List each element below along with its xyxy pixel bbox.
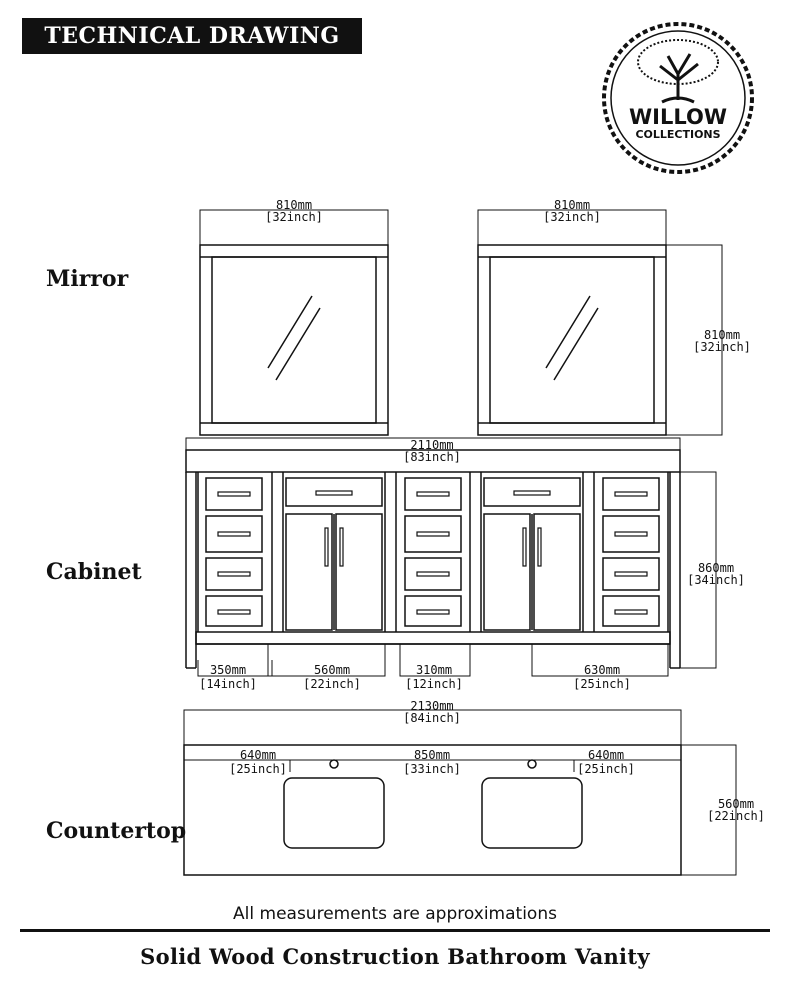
door-set-right (483, 477, 581, 631)
dim-counter-left-inch: [25inch] (229, 762, 287, 776)
dim-sink-spacing-mm: 850mm (414, 748, 450, 762)
footnote: All measurements are approximations (233, 904, 557, 924)
door-set-left (285, 477, 383, 631)
section-label-countertop: Countertop (46, 818, 187, 844)
dim-counter-left-mm: 640mm (240, 748, 276, 762)
section-label-mirror: Mirror (46, 266, 129, 292)
dim-counter-width-inch: [84inch] (403, 711, 461, 725)
cabinet (185, 449, 681, 669)
logo-line1: WILLOW (629, 105, 727, 129)
dim-counter-width-mm: 2130mm (410, 699, 453, 713)
dim-counter-depth-inch: [22inch] (707, 809, 765, 823)
dim-center-bank-mm: 310mm (416, 663, 452, 677)
drawer-bank-left (205, 477, 263, 627)
dim-mirror-left-inch: [32inch] (265, 210, 323, 224)
dim-counter-depth-mm: 560mm (718, 797, 754, 811)
countertop (183, 744, 682, 876)
dim-mirror-left-mm: 810mm (276, 198, 312, 212)
drawer-bank-right (602, 477, 660, 627)
dim-drawer-bank-inch: [14inch] (199, 677, 257, 691)
dim-counter-right-inch: [25inch] (577, 762, 635, 776)
tree-icon (637, 39, 719, 104)
dim-mirror-right-mm: 810mm (554, 198, 590, 212)
dim-center-bank-inch: [12inch] (405, 677, 463, 691)
dim-cabinet-height-inch: [34inch] (687, 573, 745, 587)
mirror-right (477, 244, 667, 436)
header-badge: TECHNICAL DRAWING (22, 18, 362, 54)
dim-mirror-height-inch: [32inch] (693, 340, 751, 354)
dim-right-span-inch: [25inch] (573, 677, 631, 691)
section-label-cabinet: Cabinet (46, 559, 142, 585)
dim-door-pair-mm: 560mm (314, 663, 350, 677)
dim-cabinet-width-inch: [83inch] (403, 450, 461, 464)
dim-drawer-bank-mm: 350mm (210, 663, 246, 677)
dim-sink-spacing-inch: [33inch] (403, 762, 461, 776)
mirror-left (199, 244, 389, 436)
drawer-bank-center (404, 477, 462, 627)
dim-cabinet-width-mm: 2110mm (410, 438, 453, 452)
dim-door-pair-inch: [22inch] (303, 677, 361, 691)
header-title: TECHNICAL DRAWING (44, 23, 340, 49)
willow-logo: WILLOW COLLECTIONS (602, 22, 754, 174)
dim-counter-right-mm: 640mm (588, 748, 624, 762)
dim-right-span-mm: 630mm (584, 663, 620, 677)
logo-line2: COLLECTIONS (635, 128, 720, 141)
dim-cabinet-height-mm: 860mm (698, 561, 734, 575)
divider (20, 929, 770, 932)
dim-mirror-height-mm: 810mm (704, 328, 740, 342)
footer-title: Solid Wood Construction Bathroom Vanity (140, 944, 650, 969)
dim-mirror-right-inch: [32inch] (543, 210, 601, 224)
